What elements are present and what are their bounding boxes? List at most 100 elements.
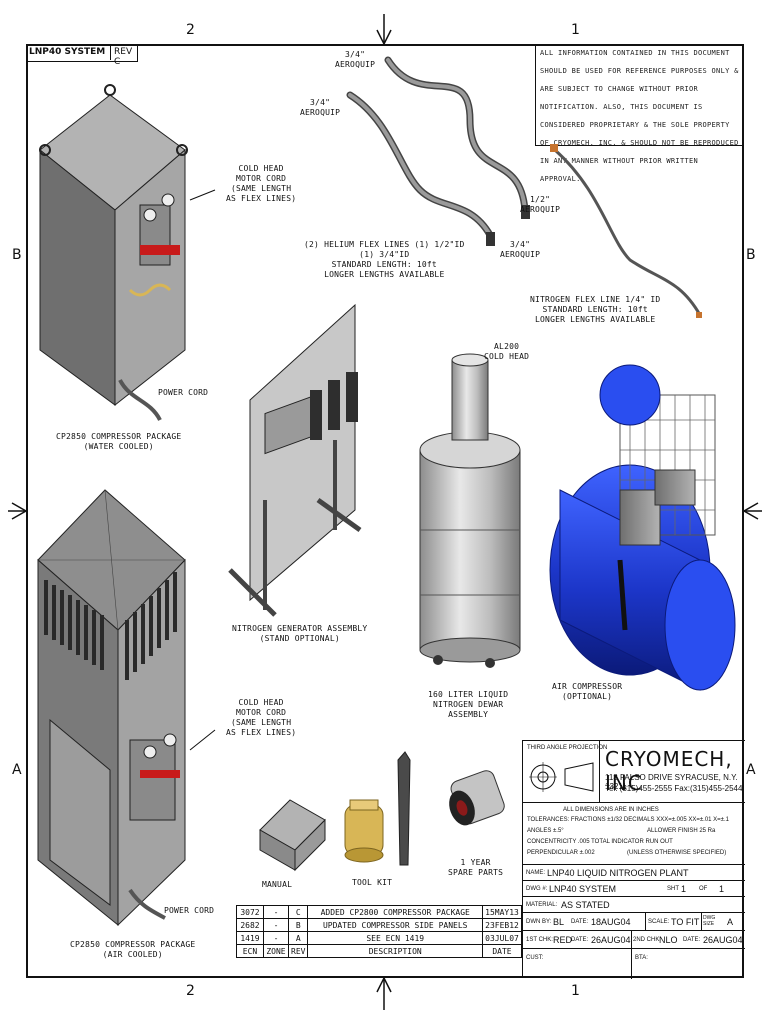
title-block-company-row: THIRD ANGLE PROJECTION CRYOMECH, INC 113… <box>523 740 745 803</box>
dimensions-note: ALL DIMENSIONS ARE IN INCHES <box>563 807 659 813</box>
proprietary-notice: ALL INFORMATION CONTAINED IN THIS DOCUME… <box>535 44 744 183</box>
title-block-name-row: NAME: LNP40 LIQUID NITROGEN PLANT <box>523 864 745 881</box>
company-phone: Tel: (315)455-2555 Fax:(315)455-2544 <box>605 784 743 793</box>
chk1-date-label: DATE: <box>571 937 589 943</box>
revision-row: 2682 - B UPDATED COMPRESSOR SIDE PANELS … <box>236 918 522 932</box>
zone-letter-left-a: A <box>12 762 22 778</box>
title-block-tolerance-row: ALL DIMENSIONS ARE IN INCHES TOLERANCES:… <box>523 802 745 865</box>
label-compressor-water: CP2850 COMPRESSOR PACKAGE (WATER COOLED) <box>56 432 182 451</box>
header-box: LNP40 SYSTEM REV C <box>26 44 138 67</box>
projection-symbol <box>529 762 594 792</box>
material-label: MATERIAL: <box>526 902 558 908</box>
zone-letter-right-b: B <box>746 247 756 263</box>
chk2-label: 2ND CHK: <box>633 937 662 943</box>
unless-note: (UNLESS OTHERWISE SPECIFIED) <box>627 850 727 856</box>
nitrogen-dewar <box>419 353 521 668</box>
manual-book <box>259 799 326 872</box>
name-label: NAME: <box>526 870 546 876</box>
rev-header-ecn: ECN <box>236 944 264 958</box>
dwn-date-label: DATE: <box>571 919 589 925</box>
chk1-value: RED <box>553 935 573 945</box>
zone-letter-left-b: B <box>12 247 22 263</box>
revision-row: 3072 - C ADDED CP2800 COMPRESSOR PACKAGE… <box>236 905 522 919</box>
label-nitrogen-generator: NITROGEN GENERATOR ASSEMBLY (STAND OPTIO… <box>232 624 368 643</box>
tolerances-note: TOLERANCES: FRACTIONS ±1/32 DECIMALS XXX… <box>527 817 729 823</box>
scale-label: SCALE: <box>648 919 670 925</box>
rev-zone: - <box>263 918 289 932</box>
label-al200-cold-head: AL200 COLD HEAD <box>484 342 530 361</box>
rev-letter: C <box>287 905 309 919</box>
wrench <box>397 751 411 866</box>
label-nitrogen-flex-line: NITROGEN FLEX LINE 1/4" ID STANDARD LENG… <box>530 295 661 324</box>
label-aeroquip-d: 3/4" AEROQUIP <box>500 240 541 259</box>
company-address: 113 FALSO DRIVE SYRACUSE, N.Y. 13211 <box>605 773 738 791</box>
perpendicular-note: PERPENDICULAR ±.002 <box>527 850 595 856</box>
title-block-dwn-row: DWN BY: BL DATE: 18AUG04 SCALE: TO FIT D… <box>523 912 745 931</box>
rev-letter: B <box>287 918 309 932</box>
header-rev: REV C <box>114 47 133 67</box>
label-compressor-air: CP2850 COMPRESSOR PACKAGE (AIR COOLED) <box>70 940 196 959</box>
dwn-date: 18AUG04 <box>591 917 631 927</box>
dwn-value: BL <box>553 917 565 927</box>
sheet-number: 1 <box>681 884 687 894</box>
label-cold-head-cord-top: COLD HEAD MOTOR CORD (SAME LENGTH AS FLE… <box>226 164 297 203</box>
label-manual: MANUAL <box>262 880 293 889</box>
of-label: OF <box>699 886 708 892</box>
title-block-cust-row: CUST: BTA: <box>523 948 745 979</box>
zone-number-bottom-right: 1 <box>571 983 580 999</box>
revision-table: 3072 - C ADDED CP2800 COMPRESSOR PACKAGE… <box>236 905 522 958</box>
chk2-value: NLO <box>659 935 678 945</box>
rev-date: 23FEB12 <box>482 918 522 932</box>
label-aeroquip-a: 3/4" AEROQUIP <box>335 50 376 69</box>
label-power-cord-bottom: POWER CORD <box>164 906 215 915</box>
revision-header-row: ECN ZONE REV DESCRIPTION DATE <box>236 944 522 958</box>
header-system: LNP40 SYSTEM <box>29 47 106 57</box>
compressor-water-cooled <box>39 84 216 421</box>
rev-header-date: DATE <box>482 944 522 958</box>
nitrogen-flex-line <box>550 144 702 318</box>
label-air-compressor: AIR COMPRESSOR (OPTIONAL) <box>552 682 623 701</box>
dwg-number: LNP40 SYSTEM <box>549 884 617 894</box>
scale-value: TO FIT <box>671 917 700 927</box>
chk2-date: 26AUG04 <box>703 935 743 945</box>
zone-number-bottom-left: 2 <box>186 983 195 999</box>
company-name: CRYOMECH, INC <box>605 747 733 795</box>
title-block-dwg-row: DWG #: LNP40 SYSTEM SHT 1 OF 1 <box>523 880 745 897</box>
size-label: DWG SIZE <box>703 915 716 927</box>
rev-ecn: 2682 <box>236 918 264 932</box>
rev-header-rev: REV <box>287 944 309 958</box>
rev-header-zone: ZONE <box>263 944 289 958</box>
title-block: THIRD ANGLE PROJECTION CRYOMECH, INC 113… <box>522 740 745 979</box>
label-aeroquip-b: 3/4" AEROQUIP <box>300 98 341 117</box>
size-value: A <box>727 917 734 927</box>
rev-ecn: 1419 <box>236 931 264 945</box>
rev-letter: A <box>287 931 309 945</box>
material-value: AS STATED <box>561 900 610 910</box>
spare-parts-filter <box>449 770 505 826</box>
bta-label: BTA: <box>635 955 648 961</box>
label-helium-flex-lines: (2) HELIUM FLEX LINES (1) 1/2"ID (1) 3/4… <box>304 240 465 279</box>
revision-row: 1419 - A SEE ECN 1419 03JUL07 <box>236 931 522 945</box>
zone-number-top-right: 1 <box>571 22 580 38</box>
rev-description: UPDATED COMPRESSOR SIDE PANELS <box>307 918 483 932</box>
label-tool-kit: TOOL KIT <box>352 878 393 887</box>
angles-note: ANGLES ±.5° <box>527 828 564 834</box>
label-power-cord-top: POWER CORD <box>158 388 209 397</box>
rev-header-description: DESCRIPTION <box>307 944 483 958</box>
rev-description: SEE ECN 1419 <box>307 931 483 945</box>
chk2-date-label: DATE: <box>683 937 701 943</box>
rev-zone: - <box>263 905 289 919</box>
drawing-name: LNP40 LIQUID NITROGEN PLANT <box>547 868 689 878</box>
title-block-material-row: MATERIAL: AS STATED <box>523 896 745 913</box>
sheet-label: SHT <box>667 886 679 892</box>
chk1-date: 26AUG04 <box>591 935 631 945</box>
compressor-air-cooled <box>37 489 216 927</box>
rev-zone: - <box>263 931 289 945</box>
rev-date: 15MAY13 <box>482 905 522 919</box>
dwn-label: DWN BY: <box>526 919 552 925</box>
projection-label: THIRD ANGLE PROJECTION <box>527 745 608 751</box>
rev-description: ADDED CP2800 COMPRESSOR PACKAGE <box>307 905 483 919</box>
label-spare-parts: 1 YEAR SPARE PARTS <box>448 858 504 877</box>
label-cold-head-cord-bottom: COLD HEAD MOTOR CORD (SAME LENGTH AS FLE… <box>226 698 297 737</box>
